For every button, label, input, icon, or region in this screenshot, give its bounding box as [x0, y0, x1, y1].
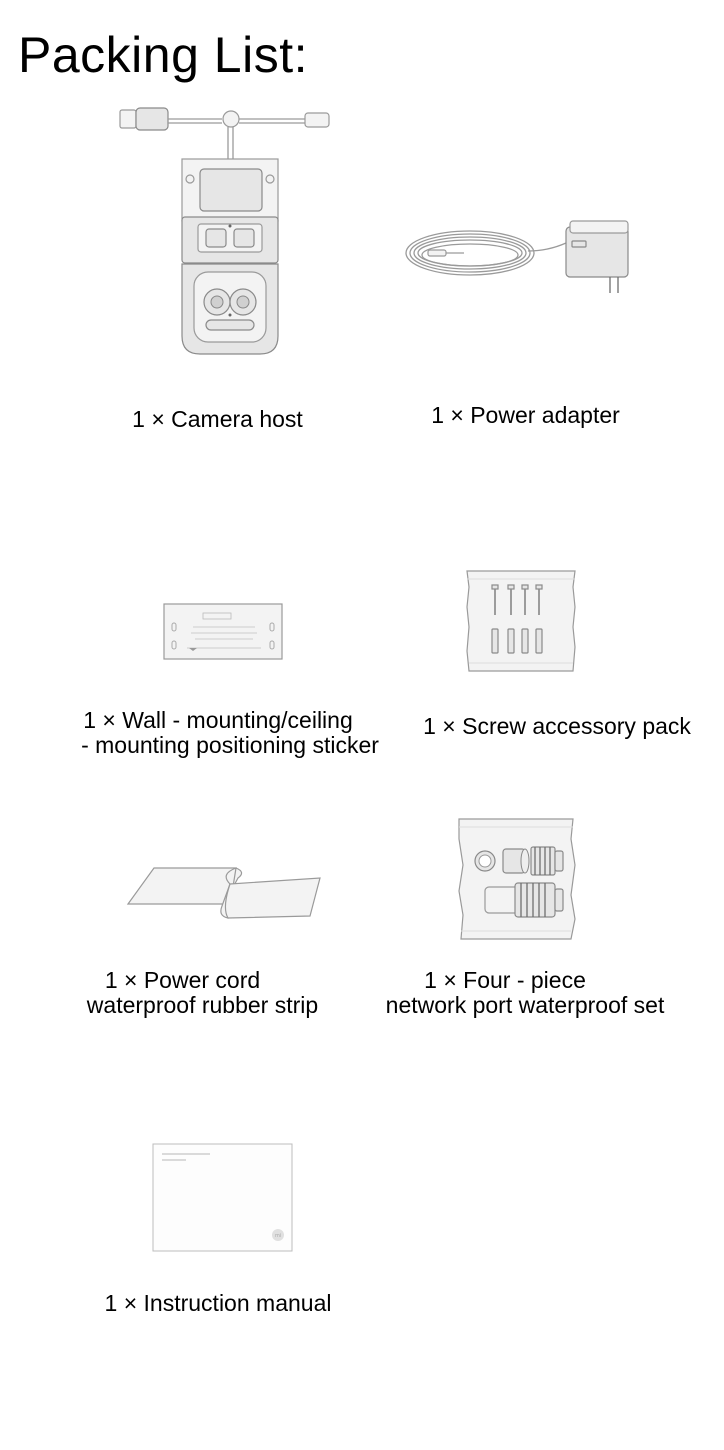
rubber-strip-icon: [126, 867, 321, 919]
manual-icon: mi: [152, 1143, 293, 1252]
sticker-icon: [163, 603, 283, 660]
screw-pack-icon: [466, 570, 576, 672]
caption-manual: 1 × Instruction manual: [104, 1290, 332, 1316]
caption-camera-host: 1 × Camera host: [132, 406, 303, 432]
caption-positioning-sticker: 1 × Wall - mounting/ceiling - mounting p…: [81, 707, 379, 758]
caption-screw-pack: 1 × Screw accessory pack: [423, 713, 691, 739]
page-title: Packing List:: [18, 27, 308, 83]
caption-waterproof-set: 1 × Four - piece network port waterproof…: [385, 967, 665, 1018]
power-adapter-icon: [405, 220, 629, 293]
camera-icon: [119, 107, 330, 355]
caption-rubber-strip: 1 × Power cord waterproof rubber strip: [86, 967, 319, 1018]
waterproof-set-icon: [458, 818, 576, 940]
svg-text:mi: mi: [275, 1233, 281, 1239]
caption-power-adapter: 1 × Power adapter: [431, 402, 620, 428]
